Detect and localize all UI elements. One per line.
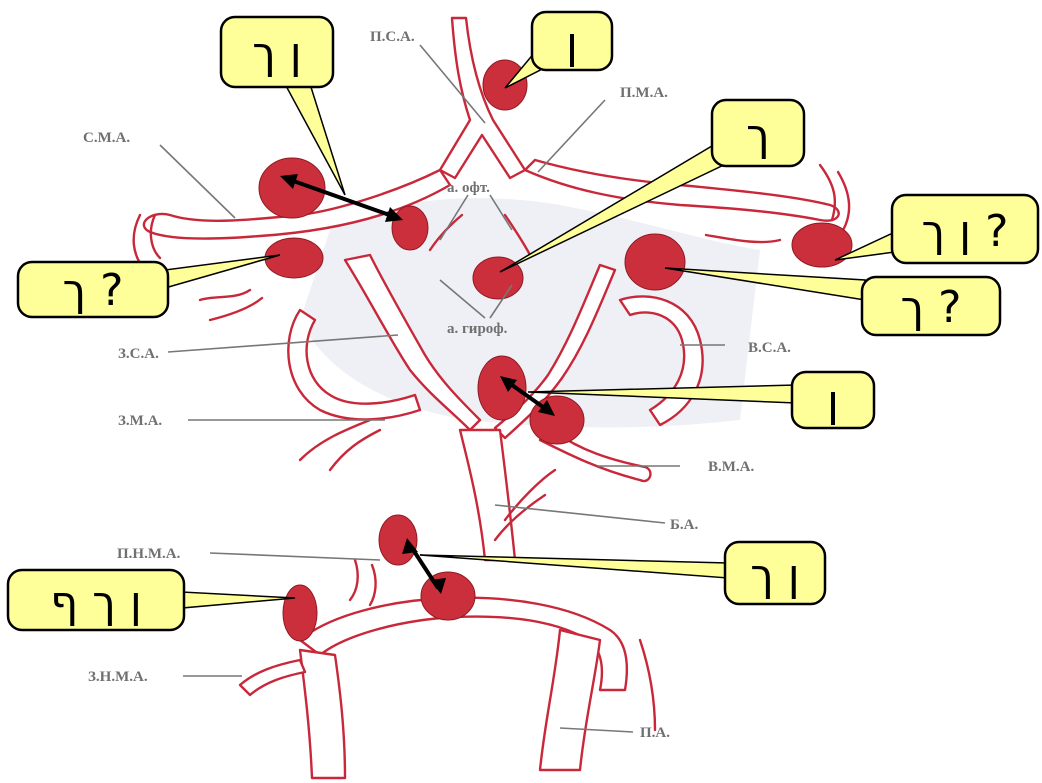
callout-right-lower: ן (792, 372, 874, 428)
aneurysm-left-ica (392, 206, 428, 250)
callout-top-center: ן (532, 12, 612, 70)
label-zma: З.М.А. (118, 413, 162, 429)
callout-right-middle: ך ? (862, 277, 1000, 335)
label-pnma: П.Н.М.А. (117, 546, 181, 562)
callout-top-center-text: ן (566, 18, 578, 69)
callout-bottom-center: ן ך (725, 542, 825, 604)
callout-left-middle: ך ? (18, 262, 168, 317)
callout-top-right-text: ך (746, 110, 770, 161)
basilar-artery (460, 430, 515, 560)
label-sma: С.М.А. (83, 130, 130, 146)
callout-right-upper-text: ן ך ? (922, 206, 1009, 257)
aneurysm-vertebral-upper (379, 515, 417, 565)
aneurysm-left-bifurcation (265, 238, 323, 278)
callout-right-lower-text: ן (827, 376, 839, 427)
callout-right-upper: ן ך ? (892, 195, 1038, 263)
callout-left-middle-text: ך ? (63, 265, 124, 316)
label-psa: П.С.А. (370, 29, 415, 45)
aneurysm-pica-left (283, 585, 317, 641)
label-zsa: З.С.А. (118, 346, 159, 362)
label-pma: П.М.А. (620, 85, 668, 101)
right-vertebral (540, 630, 600, 770)
callout-top-right: ך (712, 100, 804, 166)
callout-top-left: ן ך (221, 17, 333, 87)
label-ba: Б.А. (670, 517, 698, 533)
aneurysm-right-mca (792, 223, 852, 267)
left-vertebral (300, 650, 345, 778)
label-girof: а. гироф. (447, 321, 508, 337)
aneurysm-vertebral-lower (421, 572, 475, 620)
callout-bottom-left: ן ך ף (8, 570, 184, 630)
callout-bottom-center-text: ן ך (750, 550, 800, 601)
callout-right-middle-text: ך ? (901, 282, 962, 333)
aneurysm-right-ica (625, 234, 685, 290)
label-vma: В.М.А. (708, 459, 754, 475)
posterior-inferior-cerebellar-left (240, 660, 305, 695)
label-vsa: В.С.А. (748, 340, 791, 356)
label-oft: а. офт. (447, 180, 490, 196)
label-znma: З.Н.М.А. (88, 669, 148, 685)
callout-bottom-left-text: ן ך ף (50, 577, 142, 628)
aneurysm-acom (483, 60, 527, 110)
callout-top-left-text: ן ך (252, 28, 302, 79)
label-pa: П.А. (640, 725, 670, 741)
